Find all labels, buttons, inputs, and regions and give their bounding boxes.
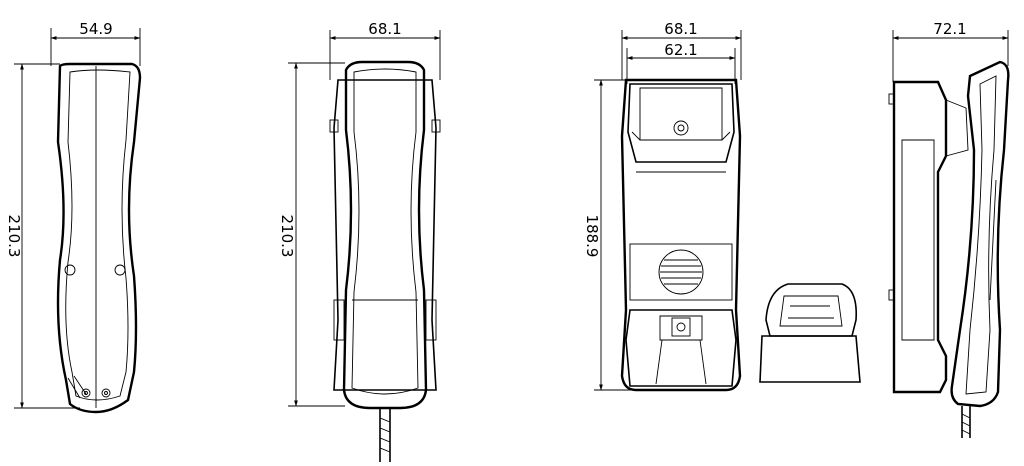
side-height-label: 210.3 bbox=[5, 215, 23, 258]
cradle-outer-width-label: 68.1 bbox=[664, 20, 697, 38]
profile-view: 72.1 bbox=[888, 20, 1010, 438]
front-cradle-plate bbox=[333, 79, 437, 391]
front-view: 68.1 210.3 bbox=[278, 20, 441, 462]
cradle-bottom-cup bbox=[625, 309, 737, 387]
profile-handset-outline bbox=[950, 60, 1010, 408]
side-width-dimension: 54.9 bbox=[50, 20, 141, 66]
side-view: 54.9 210.3 bbox=[5, 20, 142, 414]
cradle-height-dimension: 188.9 bbox=[583, 79, 640, 391]
cradle-iso-base bbox=[759, 335, 861, 383]
side-height-dimension: 210.3 bbox=[5, 63, 80, 409]
profile-depth-dimension: 72.1 bbox=[892, 20, 1009, 82]
cradle-iso-view bbox=[759, 283, 861, 383]
cradle-outer-width-dimension: 68.1 bbox=[621, 20, 742, 80]
cradle-speaker-grille bbox=[658, 249, 704, 295]
cradle-inner-width-dimension: 62.1 bbox=[626, 41, 736, 84]
side-screw-hole bbox=[64, 264, 76, 276]
front-cord bbox=[379, 408, 391, 462]
cradle-view: 68.1 62.1 188.9 bbox=[583, 20, 742, 392]
front-height-label: 210.3 bbox=[278, 215, 296, 258]
side-handset-outline bbox=[56, 62, 142, 414]
profile-depth-label: 72.1 bbox=[933, 20, 966, 38]
front-handset-outline bbox=[342, 60, 428, 410]
cradle-body-outline bbox=[620, 78, 742, 392]
side-screw-hole bbox=[114, 264, 126, 276]
profile-cradle-outline bbox=[892, 80, 948, 394]
cradle-height-label: 188.9 bbox=[583, 215, 601, 258]
front-width-label: 68.1 bbox=[368, 20, 401, 38]
front-width-dimension: 68.1 bbox=[329, 20, 441, 80]
cradle-top-hook bbox=[627, 83, 735, 163]
front-height-dimension: 210.3 bbox=[278, 62, 345, 407]
cradle-inner-width-label: 62.1 bbox=[664, 41, 697, 59]
side-width-label: 54.9 bbox=[79, 20, 112, 38]
